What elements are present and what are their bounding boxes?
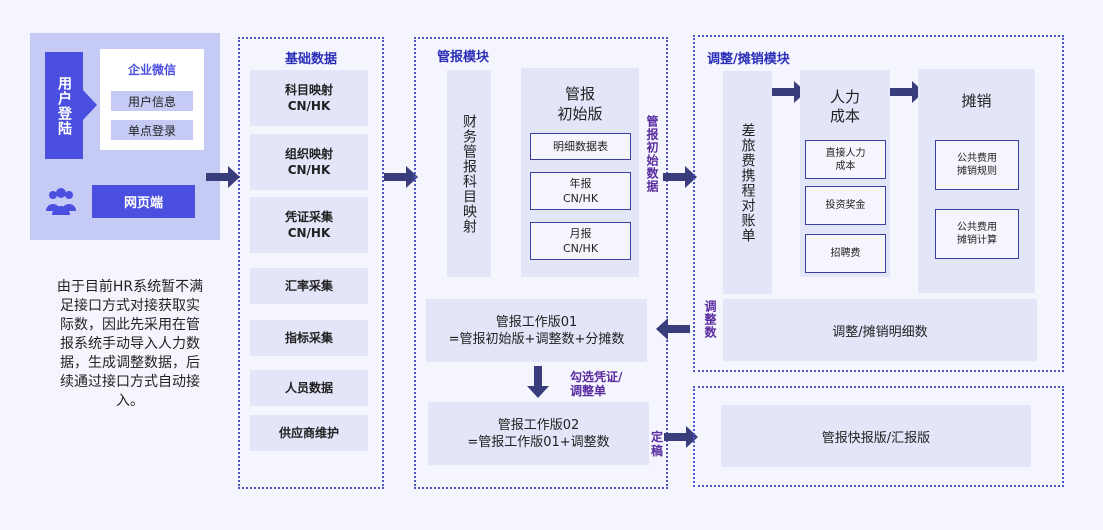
wv02-box: 管报工作版02 =管报工作版01+调整数 [428,402,649,465]
fin-mapping-box: 财务管报科目映射 [447,70,491,277]
fin-mapping-label: 财务管报科目映射 [461,113,477,234]
recruit-box: 招聘费 [805,234,886,273]
arrow-mgmt-to-adjust [663,166,697,188]
basic-data-title: 基础数据 [284,52,337,67]
final-frame [693,386,1064,487]
basic-item: 凭证采集 CN/HK [250,197,368,253]
invest-bonus-box: 投资奖金 [805,186,886,225]
hr-cost-title: 人力 成本 [829,88,860,125]
direct-hr-box: 直接人力 成本 [805,140,886,179]
arrow-wv01-to-wv02 [527,366,549,398]
login-title-box: 用户登陆 [45,52,83,159]
basic-item: 汇率采集 [250,268,368,304]
basic-data-frame [238,37,384,489]
monthly-report-box: 月报 CN/HK [530,222,631,260]
adjust-frame [693,35,1064,372]
wv01-box: 管报工作版01 =管报初始版+调整数+分摊数 [426,299,647,362]
note-text: 由于目前HR系统暂不满足接口方式对接获取实际数，因此先采用在管报系统手动导入人力… [55,278,205,411]
arrow-basic-to-mgmt [384,166,418,188]
arrow-wv02-to-final [664,426,698,448]
initial-data-label: 管报初始数据 [645,115,659,193]
arrow-travel-to-hr [772,81,806,103]
travel-label: 差旅费携程对账单 [739,122,756,243]
basic-item: 人员数据 [250,370,368,406]
login-title: 用户登陆 [56,75,72,136]
wechat-label: 企业微信 [127,63,176,77]
note-content: 由于目前HR系统暂不满足接口方式对接获取实际数，因此先采用在管报系统手动导入人力… [56,279,204,409]
final-box: 管报快报版/汇报版 [721,405,1031,467]
basic-item: 供应商维护 [250,415,368,451]
detail-table-box: 明细数据表 [530,133,631,160]
adjust-title: 调整/摊销模块 [707,52,790,67]
annual-report-box: 年报 CN/HK [530,172,631,210]
adjust-detail-box: 调整/摊销明细数 [723,299,1037,361]
travel-box: 差旅费携程对账单 [723,71,772,294]
user-info-button[interactable]: 用户信息 [111,91,193,111]
finalize-label: 定稿 [651,430,664,458]
basic-item: 组织映射 CN/HK [250,134,368,190]
rule-box: 公共费用 摊销规则 [935,140,1019,190]
initial-version-title: 管报 初始版 [557,85,603,123]
basic-item: 科目映射 CN/HK [250,70,368,126]
web-button[interactable]: 网页端 [92,185,195,218]
select-voucher-label: 勾选凭证/ 调整单 [570,370,623,398]
calc-box: 公共费用 摊销计算 [935,209,1019,259]
users-icon [46,188,76,215]
arrow-hr-to-amort [890,81,924,103]
login-pointer [83,90,97,120]
adjust-num-label: 调整数 [703,300,717,339]
arrow-login-to-basic [206,166,240,188]
sso-button[interactable]: 单点登录 [111,120,193,140]
arrow-adjust-to-wv01 [656,318,690,340]
amort-title: 摊销 [961,92,992,110]
mgmt-frame [414,37,668,489]
mgmt-title: 管报模块 [437,50,490,65]
basic-item: 指标采集 [250,320,368,356]
